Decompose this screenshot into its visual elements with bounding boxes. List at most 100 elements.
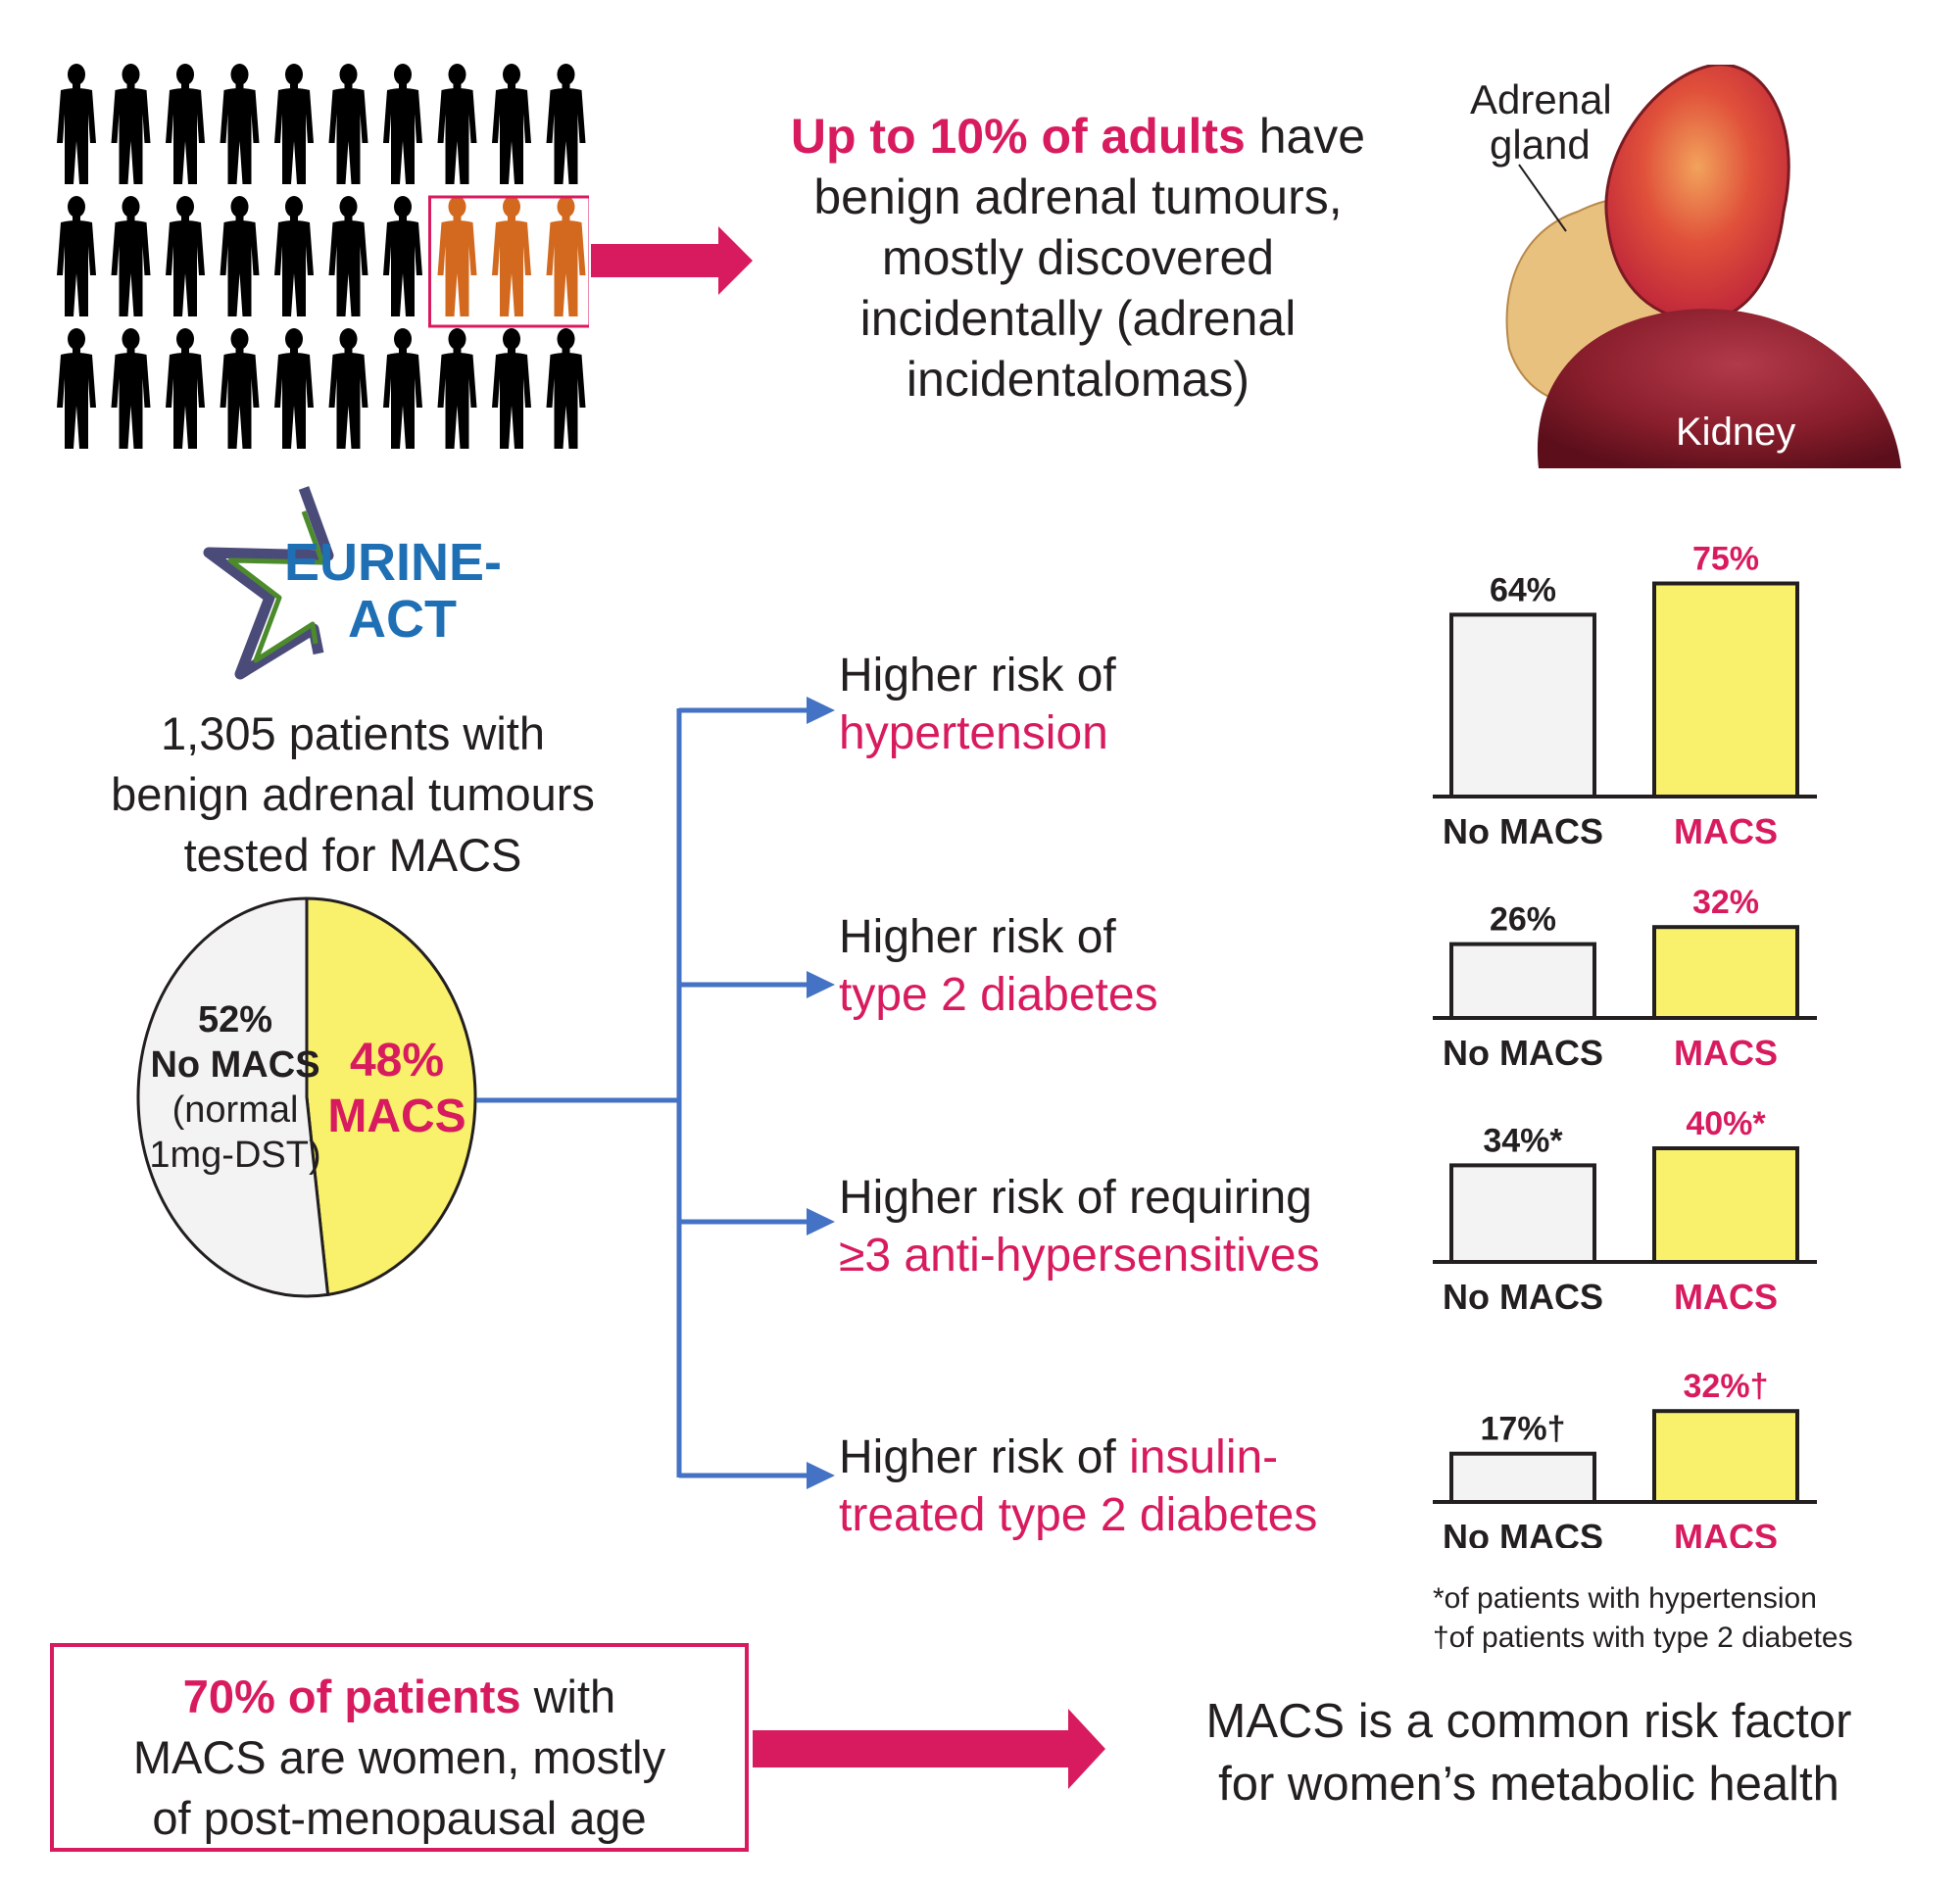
risk-hypertension: Higher risk of hypertension [839, 647, 1116, 762]
bar-macs [1652, 1146, 1799, 1264]
risk-prefix: Higher risk of requiring [839, 1172, 1312, 1224]
risk-type2-diabetes: Higher risk of type 2 diabetes [839, 908, 1158, 1024]
highlighted-person-icon [437, 196, 477, 316]
bar-category-label: MACS [1674, 1033, 1778, 1073]
person-icon [166, 64, 205, 184]
person-icon [274, 196, 314, 316]
risk-insulin-diabetes: Higher risk of insulin- treated type 2 d… [839, 1428, 1317, 1544]
women-statistic-box: 70% of patients with MACS are women, mos… [50, 1643, 749, 1852]
headline-highlight: Up to 10% of adults [790, 109, 1246, 164]
highlighted-person-icon [492, 196, 531, 316]
bar-value-label: 64% [1490, 571, 1556, 608]
bar-no-macs [1449, 942, 1596, 1021]
person-icon [57, 328, 96, 449]
person-icon [111, 64, 151, 184]
pie-slice-macs [305, 896, 477, 1297]
bar-value-label: 40%* [1686, 1105, 1766, 1142]
conclusion-line: for women’s metabolic health [1218, 1758, 1839, 1811]
headline-line: mostly discovered [881, 230, 1275, 285]
bar-macs [1652, 925, 1799, 1021]
risk-outcome: type 2 diabetes [839, 969, 1158, 1021]
bar-value-label: 17%† [1481, 1411, 1566, 1448]
bar-no-macs [1449, 1451, 1596, 1505]
tumour-shape [1604, 65, 1790, 322]
person-icon [57, 196, 96, 316]
bar-category-label: MACS [1674, 1517, 1778, 1548]
headline: Up to 10% of adults have benign adrenal … [725, 106, 1431, 410]
logo-line1: EURINE- [284, 533, 502, 592]
person-icon [492, 328, 531, 449]
bar-category-label: MACS [1674, 811, 1778, 851]
gland-pointer-line [1518, 164, 1567, 232]
conclusion-text: MACS is a common risk factor for women’s… [1137, 1690, 1921, 1815]
person-icon [220, 196, 260, 316]
person-icon [383, 328, 422, 449]
arrow-head-icon [807, 697, 835, 724]
bar-category-label: MACS [1674, 1277, 1778, 1317]
risk-prefix: Higher risk of [839, 911, 1116, 963]
bar-value-label: 34%* [1483, 1122, 1563, 1159]
bar-macs [1652, 1409, 1799, 1505]
bar-chart-1: 64% No MACS 75% MACS [1433, 541, 1817, 851]
pie-label-no-macs-pct: 52% [198, 999, 272, 1041]
risk-prefix: Higher risk of [839, 650, 1116, 702]
person-icon [383, 196, 422, 316]
person-icon [328, 196, 368, 316]
star-inner-icon [227, 510, 325, 663]
person-icon [546, 328, 586, 449]
cohort-description: 1,305 patients with benign adrenal tumou… [39, 703, 666, 886]
bar-category-label: No MACS [1443, 1277, 1603, 1317]
risk-outcome: hypertension [839, 707, 1108, 759]
headline-rest: have [1245, 109, 1366, 164]
risk-outcome: treated type 2 diabetes [839, 1489, 1318, 1541]
bar-category-label: No MACS [1443, 1033, 1603, 1073]
label-gland: gland [1490, 121, 1591, 168]
bar-no-macs [1449, 1163, 1596, 1265]
eurine-act-logo: EURINE- ACT [203, 486, 502, 680]
cohort-line: benign adrenal tumours [111, 768, 595, 820]
cohort-line: 1,305 patients with [161, 707, 545, 759]
person-icon [437, 328, 477, 449]
label-adrenal: Adrenal [1470, 76, 1612, 122]
person-icon [220, 64, 260, 184]
bar-value-label: 75% [1692, 541, 1759, 578]
bottom-arrow-icon [753, 1709, 1105, 1789]
person-icon [328, 64, 368, 184]
bar-value-label: 32%† [1684, 1368, 1769, 1405]
highlighted-person-icon [546, 196, 586, 316]
person-icon [383, 64, 422, 184]
adrenal-kidney-illustration: Adrenal gland Kidney [1470, 65, 1901, 468]
person-icon [166, 328, 205, 449]
risk-prefix: Higher risk of [839, 1431, 1130, 1483]
risk-outcome-highlight: insulin- [1129, 1431, 1279, 1483]
pie-sublabel: (normal [172, 1089, 299, 1131]
highlight-box [428, 195, 589, 328]
kidney-shape [1537, 309, 1901, 468]
person-icon [111, 196, 151, 316]
pie-slice-no-macs [136, 896, 330, 1298]
headline-line: incidentally (adrenal [859, 291, 1297, 346]
headline-line: incidentalomas) [906, 352, 1250, 407]
people-grid [57, 64, 589, 449]
person-icon [220, 328, 260, 449]
bar-value-label: 26% [1490, 901, 1556, 939]
women-statistic-rest: with [520, 1670, 616, 1722]
bar-no-macs [1449, 612, 1596, 799]
person-icon [546, 64, 586, 184]
person-icon [274, 64, 314, 184]
pie-label-no-macs: No MACS [150, 1044, 319, 1086]
person-icon [492, 64, 531, 184]
women-statistic-line: of post-menopausal age [152, 1792, 647, 1844]
risk-outcome: ≥3 anti-hypersensitives [839, 1230, 1320, 1282]
person-icon [274, 328, 314, 449]
bar-category-label: No MACS [1443, 811, 1603, 851]
arrow-head-icon [807, 1208, 835, 1235]
risk-anti-hypersensitives: Higher risk of requiring ≥3 anti-hyperse… [839, 1169, 1320, 1284]
person-icon [111, 328, 151, 449]
pie-label-macs-pct: 48% [350, 1035, 444, 1087]
headline-line: benign adrenal tumours, [813, 169, 1343, 224]
